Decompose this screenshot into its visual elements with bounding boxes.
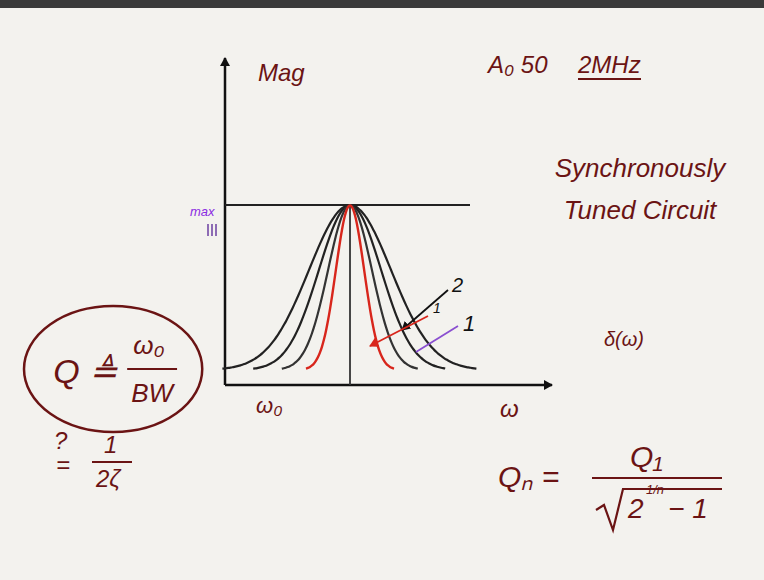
definition-text: BW [131,379,173,408]
response-curve [222,205,476,369]
callout-number: 1 [463,312,475,336]
formula-part: Qₙ = [498,460,559,493]
formula-part: 2 [628,494,644,525]
fraction-bar [592,477,722,479]
response-curve [306,206,394,369]
axis-label: Mag [258,60,305,86]
callout-line [416,326,458,352]
title-note: Synchronously Tuned Circuit [545,148,735,231]
formula-part: − 1 [668,494,708,525]
callout-number: 2 [452,274,463,296]
response-curve [253,205,445,369]
gain-note: A₀ 50 [488,52,547,78]
tick-mark [215,224,217,236]
ellipse-outline [24,306,202,432]
fraction-bar [92,461,132,463]
formula-part: 2ζ [96,466,120,492]
x-axis [225,384,552,387]
response-curve [282,205,418,368]
formula-part: ? [54,428,67,454]
board-frame [0,0,764,8]
formula-part: = [56,452,70,478]
function-label: δ(ω) [604,328,644,350]
callout-number: 1 [433,301,441,316]
formula-part: 1 [104,432,117,458]
tick-mark [207,224,209,236]
circled-definition: Q ≜ ω₀ BW [22,304,204,434]
axis-label: ω [500,396,519,422]
definition-text: ω₀ [133,331,164,360]
callout-arrow [370,316,428,346]
frequency-note: 2MHz [578,52,641,80]
max-marker: max [190,205,215,219]
y-axis [224,58,227,385]
tick-mark [211,224,213,236]
fraction-bar [127,368,177,370]
center-frequency-line [349,205,351,385]
definition-text: Q ≜ [53,353,117,390]
callout-arrow [402,290,448,330]
formula-exponent: 1/n [646,483,664,497]
formula-part: Q₁ [630,440,663,473]
center-frequency-label: ω₀ [256,394,282,418]
